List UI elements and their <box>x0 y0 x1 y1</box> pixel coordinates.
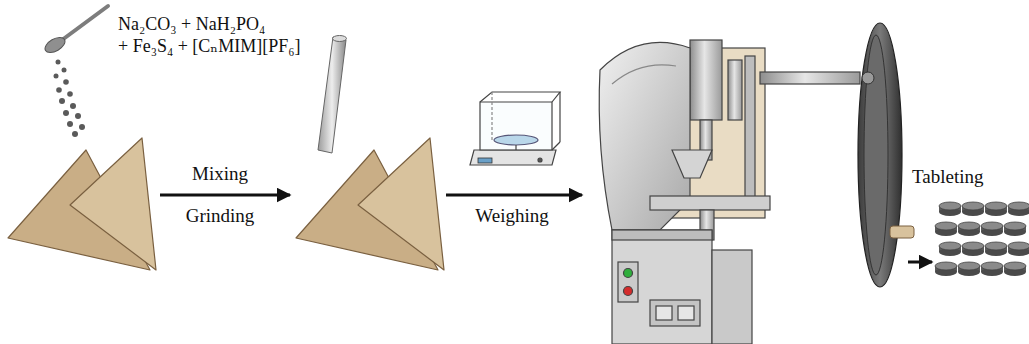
tablet <box>939 242 961 256</box>
tablet <box>985 242 1007 256</box>
tablet <box>958 222 980 236</box>
formula-line: Na₂CO₃ + NaH₂PO₄ <box>118 14 300 36</box>
powder-dots <box>54 60 86 138</box>
tablet <box>985 202 1007 216</box>
flywheel <box>858 23 902 287</box>
tablet <box>935 222 957 236</box>
reagent-formula: Na₂CO₃ + NaH₂PO₄+ Fe₃S₄ + [CₙMIM][PF₆] <box>118 14 300 57</box>
formula-line: + Fe₃S₄ + [CₙMIM][PF₆] <box>118 36 300 58</box>
tablet <box>1008 242 1029 256</box>
weighing-paper <box>296 138 444 270</box>
process-arrow <box>446 194 582 197</box>
tablets <box>935 202 1029 276</box>
tablet <box>981 222 1003 236</box>
tablet <box>1004 222 1026 236</box>
step-label: Mixing <box>192 163 248 185</box>
tablet <box>1004 262 1026 276</box>
tablet <box>958 262 980 276</box>
balance <box>470 92 560 165</box>
step-label: Grinding <box>186 205 255 227</box>
step-label: Tableting <box>912 166 983 188</box>
tablet <box>962 242 984 256</box>
tablet <box>939 202 961 216</box>
tablet <box>935 262 957 276</box>
step-label: Weighing <box>475 205 548 227</box>
pestle <box>318 36 347 154</box>
process-arrow <box>908 261 932 264</box>
weighing-paper <box>8 138 156 270</box>
tablet <box>1008 202 1029 216</box>
tablet-press <box>599 40 860 344</box>
process-arrow <box>160 194 290 197</box>
crank-handle <box>890 226 914 238</box>
tablet <box>981 262 1003 276</box>
tablet <box>962 202 984 216</box>
spoon <box>42 6 108 56</box>
